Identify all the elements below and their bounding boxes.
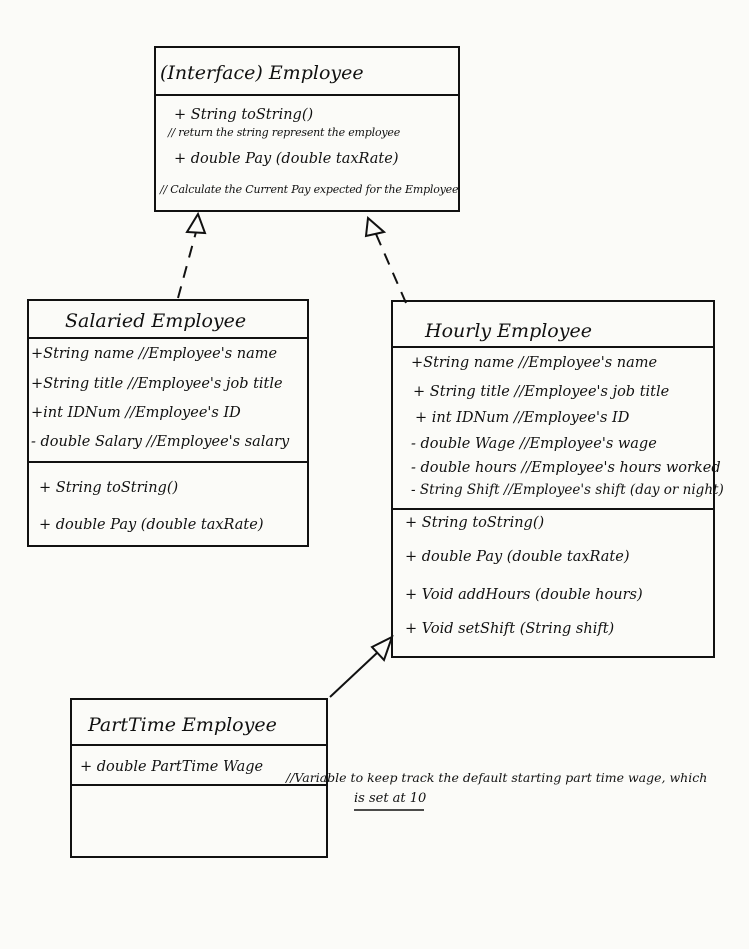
hourly-attribute: + String title //Employee's job title [413,384,670,400]
hourly-attribute: - double Wage //Employee's wage [411,436,657,452]
realization-arrowhead-hourly [364,215,387,238]
realization-arrowhead-salaried [185,211,207,235]
hourly-attribute: +String name //Employee's name [411,355,658,371]
realization-edge-hourly [375,233,407,304]
hourly-title: Hourly Employee [425,320,592,342]
hourly-attribute: - double hours //Employee's hours worked [411,460,721,476]
hourly-attribute: + int IDNum //Employee's ID [415,410,630,426]
salaried-method: + String toString() [39,480,179,496]
interface-method: + double Pay (double taxRate) [174,151,399,167]
interface-method: + String toString() [174,107,314,123]
salaried-attribute: +String title //Employee's job title [31,376,283,392]
hourly-methods-section: + String toString() + double Pay (double… [393,510,713,656]
parttime-attribute: + double PartTime Wage [80,759,264,775]
interface-comment: // Calculate the Current Pay expected fo… [160,183,459,196]
hourly-method: + Void setShift (String shift) [405,621,615,637]
hourly-title-section: Hourly Employee [393,302,713,348]
interface-methods-section: + String toString() // return the string… [156,96,458,210]
hourly-method: + double Pay (double taxRate) [405,549,630,565]
class-parttime-employee: PartTime Employee + double PartTime Wage [70,698,328,858]
interface-title: (Interface) Employee [160,62,364,84]
salaried-attribute: +String name //Employee's name [31,346,278,362]
salaried-attribute: +int IDNum //Employee's ID [31,405,241,421]
realization-edge-salaried [177,231,197,299]
salaried-method: + double Pay (double taxRate) [39,517,264,533]
salaried-title-section: Salaried Employee [29,301,307,339]
salaried-attributes-section: +String name //Employee's name +String t… [29,339,307,463]
class-interface-employee: (Interface) Employee + String toString()… [154,46,460,212]
parttime-title: PartTime Employee [88,714,277,736]
hourly-attribute: - String Shift //Employee's shift (day o… [411,482,724,498]
interface-comment: // return the string represent the emplo… [168,126,400,139]
parttime-methods-section [72,786,326,856]
parttime-title-section: PartTime Employee [72,700,326,746]
salaried-attribute: - double Salary //Employee's salary [31,434,290,450]
salaried-title: Salaried Employee [65,310,247,332]
inheritance-edge-parttime [329,651,379,698]
parttime-attributes-section: + double PartTime Wage [72,746,326,786]
hourly-attributes-section: +String name //Employee's name + String … [393,348,724,510]
interface-title-section: (Interface) Employee [156,48,458,96]
class-hourly-employee: Hourly Employee +String name //Employee'… [391,300,724,658]
inheritance-arrowhead-parttime [370,635,394,662]
hourly-method: + Void addHours (double hours) [405,587,643,603]
hourly-method: + String toString() [405,515,545,531]
salaried-methods-section: + String toString() + double Pay (double… [29,463,307,545]
parttime-wage-note-default: is set at 10 [354,791,427,806]
class-salaried-employee: Salaried Employee +String name //Employe… [27,299,309,547]
parttime-wage-note: //Variable to keep track the default sta… [286,770,708,785]
